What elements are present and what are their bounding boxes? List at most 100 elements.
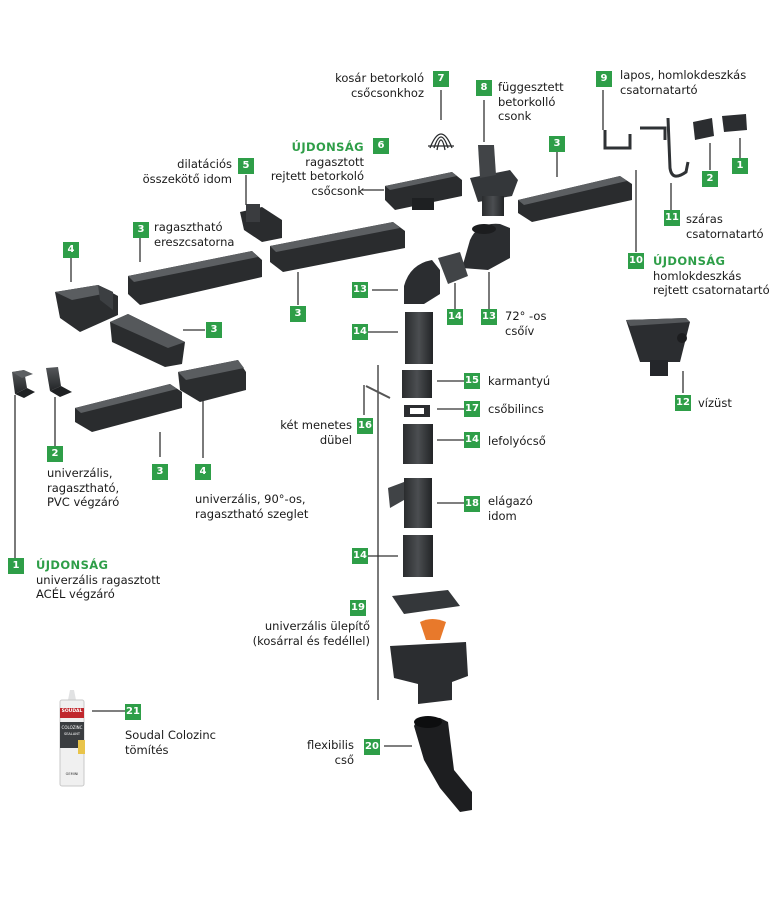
label-hanging-outlet: függesztett betorkolló csonk — [498, 80, 564, 124]
flat-fascia-bracket-shape — [603, 126, 667, 150]
badge-14: 14 — [352, 324, 368, 340]
sealant-brand: SOUDAL — [61, 709, 83, 714]
badge-3: 3 — [206, 322, 222, 338]
label-downpipe: lefolyócső — [488, 434, 546, 449]
flexible-pipe-shape — [414, 716, 472, 812]
badge-12: 12 — [675, 395, 691, 411]
badge-8: 8 — [476, 80, 492, 96]
elbow-shape-upper — [462, 223, 510, 270]
label-line: karmantyú — [488, 374, 551, 388]
badge-16: 16 — [357, 418, 373, 434]
sealant-badge: GEMINI — [65, 772, 79, 776]
label-line: két menetes — [280, 418, 352, 432]
label-hidden-outlet: ÚJDONSÁG ragasztott rejtett betorkoló cs… — [258, 140, 364, 198]
steel-end-cap-shape — [12, 370, 35, 398]
label-line: homlokdeszkás — [653, 268, 742, 283]
badge-13: 13 — [352, 282, 368, 298]
badge-3: 3 — [549, 136, 565, 152]
label-line: elágazó — [488, 494, 533, 508]
badge-3: 3 — [152, 464, 168, 480]
end-cap-shape-2 — [693, 118, 714, 140]
gutter-corner-shape-top — [55, 285, 118, 332]
coupling-shape — [402, 370, 432, 398]
label-line: rejtett csatornatartó — [653, 283, 770, 297]
badge-4: 4 — [195, 464, 211, 480]
badge-21: 21 — [125, 704, 141, 720]
label-coupling: karmantyú — [488, 374, 550, 389]
gutter-shape-lower-left — [75, 384, 182, 432]
sealant-name: COLOZINC — [61, 725, 83, 730]
new-tag: ÚJDONSÁG — [291, 140, 364, 154]
badge-6: 6 — [373, 138, 389, 154]
label-line: betorkolló — [498, 94, 556, 109]
label-line: 72° -os — [505, 309, 547, 323]
label-line: lapos, homlokdeszkás — [620, 68, 747, 82]
downpipe-shape-3 — [403, 535, 433, 577]
label-gutter: ragasztható ereszcsatorna — [154, 220, 234, 249]
downpipe-shape-1 — [405, 312, 433, 364]
label-line: Soudal Colozinc — [125, 728, 216, 742]
pvc-end-cap-shape — [46, 367, 72, 397]
label-water-tank: vízüst — [698, 396, 732, 411]
label-line: függesztett — [498, 80, 564, 94]
label-line: csonk — [498, 109, 532, 123]
gutter-shape-right — [518, 176, 632, 222]
label-line: vízüst — [698, 396, 732, 410]
label-hidden-bracket: ÚJDONSÁG homlokdeszkás rejtett csatornat… — [653, 254, 770, 298]
label-rod-bracket: száras csatornatartó — [686, 212, 764, 241]
label-flexible-pipe: flexibilis cső — [290, 738, 354, 767]
label-line: ragasztható — [154, 220, 223, 234]
dowel-shape — [365, 385, 391, 399]
label-line: csőcsonkhoz — [350, 85, 424, 100]
gutter-shape-left — [128, 251, 262, 305]
label-sediment-trap: univerzális ülepítő (kosárral és fedélle… — [240, 619, 370, 648]
pipe-clamp-shape — [404, 405, 430, 417]
label-line: flexibilis — [307, 738, 354, 752]
badge-1: 1 — [8, 558, 24, 574]
label-line: csőcsonk — [311, 183, 364, 198]
badge-19: 19 — [350, 600, 366, 616]
label-line: ragasztott — [305, 154, 364, 169]
gutter-shape-middle — [270, 222, 405, 272]
badge-17: 17 — [464, 401, 480, 417]
label-line: csatornatartó — [686, 226, 764, 241]
label-elbow: 72° -os csőív — [505, 309, 546, 338]
water-tank-shape — [626, 318, 690, 376]
outlet-basket-shape — [428, 133, 454, 151]
elbow-shape-lower — [404, 252, 468, 304]
label-line: ACÉL végzáró — [36, 587, 115, 601]
label-pipe-clamp: csőbilincs — [488, 402, 544, 417]
label-line: ereszcsatorna — [154, 234, 235, 249]
label-outlet-basket: kosár betorkoló csőcsonkhoz — [322, 71, 424, 100]
badge-15: 15 — [464, 373, 480, 389]
label-line: univerzális, 90°-os, — [195, 492, 306, 506]
label-line: dilatációs — [177, 157, 232, 171]
dilatation-joint-shape — [240, 204, 282, 242]
label-dowel: két menetes dübel — [260, 418, 352, 447]
badge-5: 5 — [238, 158, 254, 174]
leader-lines — [14, 90, 741, 747]
label-sealant: Soudal Colozinc tömítés — [125, 728, 216, 757]
label-line: univerzális ülepítő — [264, 619, 370, 633]
badge-2: 2 — [47, 446, 63, 462]
badge-9: 9 — [596, 71, 612, 87]
downpipe-shape-2 — [403, 424, 433, 464]
hidden-outlet-shape — [385, 172, 462, 210]
label-line: csőív — [505, 323, 535, 338]
label-dilatation-joint: dilatációs összekötő idom — [134, 157, 232, 186]
rod-bracket-shape — [666, 117, 690, 178]
branch-fitting-shape — [388, 478, 432, 528]
label-pvc-end-cap: univerzális, ragasztható, PVC végzáró — [47, 466, 119, 510]
label-line: kosár betorkoló — [335, 71, 424, 85]
badge-7: 7 — [433, 71, 449, 87]
badge-11: 11 — [664, 210, 680, 226]
badge-14: 14 — [352, 548, 368, 564]
label-line: idom — [488, 508, 517, 523]
sealant-sub: SEALANT — [63, 732, 80, 736]
label-line: cső — [334, 752, 354, 767]
sediment-trap-shape — [390, 590, 468, 704]
badge-18: 18 — [464, 496, 480, 512]
label-line: tömítés — [125, 742, 169, 757]
badge-2: 2 — [702, 171, 718, 187]
